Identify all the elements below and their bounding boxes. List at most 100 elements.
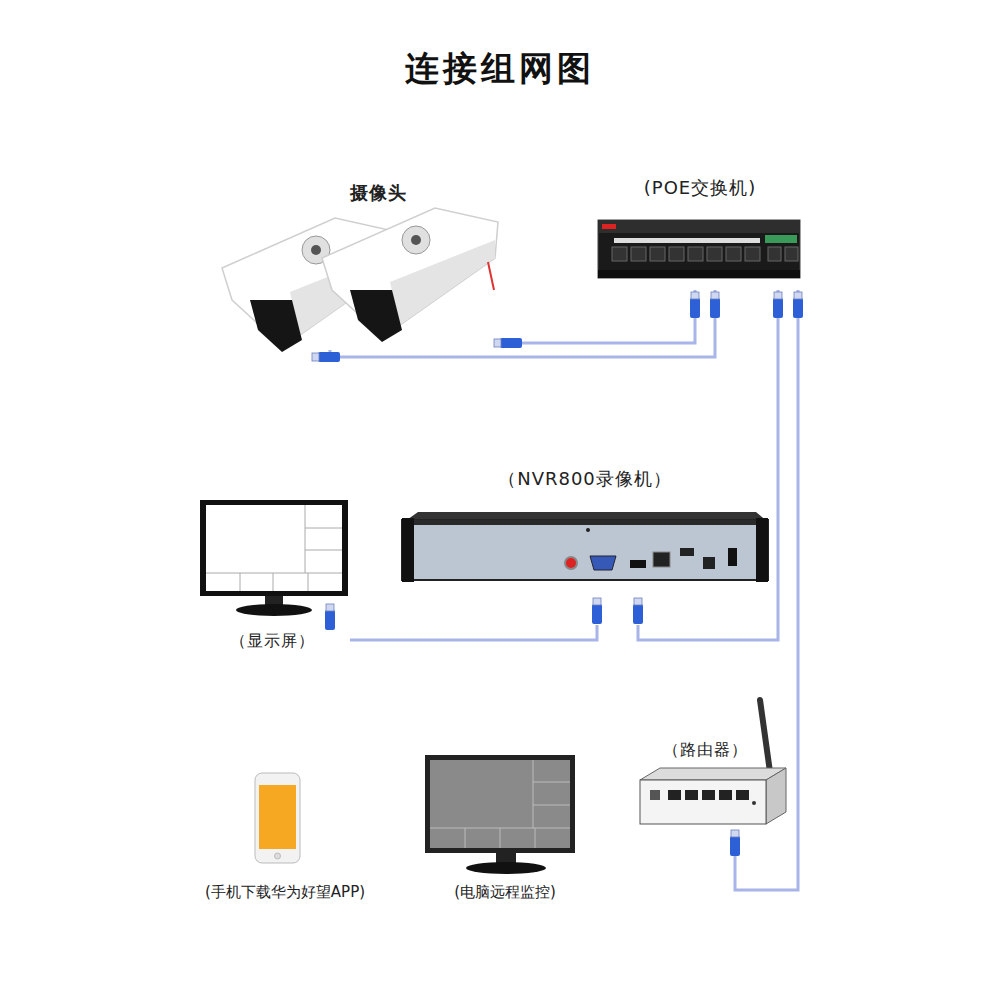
plug-tip	[634, 598, 642, 605]
nvr-recorder-part	[653, 552, 670, 567]
router-part	[640, 780, 766, 824]
poe-switch-part	[614, 238, 760, 243]
poe-switch-part	[726, 247, 741, 261]
device-label: （显示屏）	[195, 631, 350, 650]
rj45-plug	[633, 604, 643, 624]
camera-right-part	[488, 262, 494, 290]
nvr-recorder-part	[402, 520, 768, 580]
router-part	[685, 790, 698, 800]
camera-left-part	[250, 300, 302, 352]
router-part	[702, 790, 715, 800]
camera-right-part	[402, 226, 430, 254]
pc-device: (电脑远程监控)	[420, 750, 590, 905]
plug-tip	[494, 339, 501, 347]
camera-left-part	[311, 245, 321, 255]
router-device: （路由器）	[630, 690, 790, 845]
device-label: (POE交换机)	[590, 177, 810, 199]
camera-right-part	[322, 208, 498, 325]
nvr-recorder-part	[630, 560, 646, 568]
device-label: （路由器）	[630, 740, 780, 759]
poe-switch-part	[631, 247, 646, 261]
router-part	[736, 790, 749, 800]
camera-right	[322, 208, 498, 342]
network-cable	[494, 290, 700, 348]
phone-device: (手机下载华为好望APP)	[180, 770, 390, 905]
rj45-plug	[592, 604, 602, 624]
device-label: （NVR800录像机）	[400, 468, 770, 490]
rj45-plug	[793, 298, 803, 318]
pc-monitor-part	[533, 782, 570, 783]
display-monitor-part	[308, 573, 309, 591]
display-monitor-part	[200, 500, 348, 596]
cable-line	[495, 290, 695, 343]
pc-monitor	[425, 755, 575, 874]
nvr-recorder-part	[402, 518, 414, 582]
nvr-recorder-part	[728, 548, 737, 566]
poe-switch-part	[612, 247, 627, 261]
network-cable	[730, 290, 803, 890]
poe-switch-part	[598, 220, 800, 278]
poe-switch-part	[707, 247, 722, 261]
switch-device: (POE交换机)	[590, 172, 810, 290]
display-monitor-part	[206, 505, 342, 591]
rj45-plug	[318, 352, 340, 362]
nvr-recorder-part	[414, 520, 756, 525]
nvr-recorder-part	[565, 557, 577, 569]
plug-tip	[711, 292, 719, 299]
poe-switch-part	[650, 247, 665, 261]
poe-switch-part	[688, 247, 703, 261]
network-cable	[633, 290, 783, 640]
plug-tip	[731, 830, 739, 837]
device-label: 摄像头	[350, 182, 407, 204]
plug-tip	[774, 292, 782, 299]
phone-part	[275, 853, 281, 859]
router-part	[668, 790, 681, 800]
poe-switch-part	[598, 270, 800, 278]
nvr-recorder	[402, 512, 768, 582]
plug-tip	[312, 353, 319, 361]
network-cable	[325, 598, 602, 640]
poe-switch-part	[669, 247, 684, 261]
camera-right-part	[411, 235, 421, 245]
rj45-plug	[500, 338, 522, 348]
poe-switch-part	[598, 220, 800, 233]
pc-monitor-part	[500, 828, 501, 848]
rj45-plug	[690, 298, 700, 318]
pc-monitor-part	[425, 755, 575, 853]
camera-right-part	[390, 240, 495, 325]
device-label: (手机下载华为好望APP)	[180, 883, 390, 901]
poe-switch-part	[768, 247, 781, 261]
poe-switch-part	[765, 235, 797, 243]
nvr-recorder-part	[680, 548, 694, 556]
poe-switch	[598, 220, 800, 278]
device-label: (电脑远程监控)	[420, 883, 590, 901]
rj45-plug	[730, 836, 740, 856]
plug-tip	[326, 604, 334, 611]
display-device: （显示屏）	[195, 498, 350, 655]
camera-right-part	[350, 290, 402, 342]
cable-line	[735, 290, 798, 890]
plug-tip	[691, 292, 699, 299]
nvr-recorder-part	[703, 557, 715, 569]
pc-monitor-part	[535, 828, 536, 848]
display-monitor-part	[240, 573, 241, 591]
pc-monitor-part	[533, 760, 534, 828]
display-monitor-part	[273, 573, 274, 591]
pc-monitor-part	[496, 853, 516, 863]
cable-line	[638, 290, 778, 640]
display-monitor-part	[206, 573, 342, 574]
pc-monitor-part	[466, 862, 546, 874]
plug-tip	[593, 598, 601, 605]
poe-switch-part	[602, 224, 616, 229]
network-cable	[312, 290, 720, 362]
poe-switch-part	[745, 247, 760, 261]
nvr-device: （NVR800录像机）	[400, 465, 770, 625]
pc-monitor-part	[533, 805, 570, 806]
cable-line	[330, 290, 715, 357]
router-part	[640, 768, 786, 780]
router-part	[766, 768, 786, 824]
